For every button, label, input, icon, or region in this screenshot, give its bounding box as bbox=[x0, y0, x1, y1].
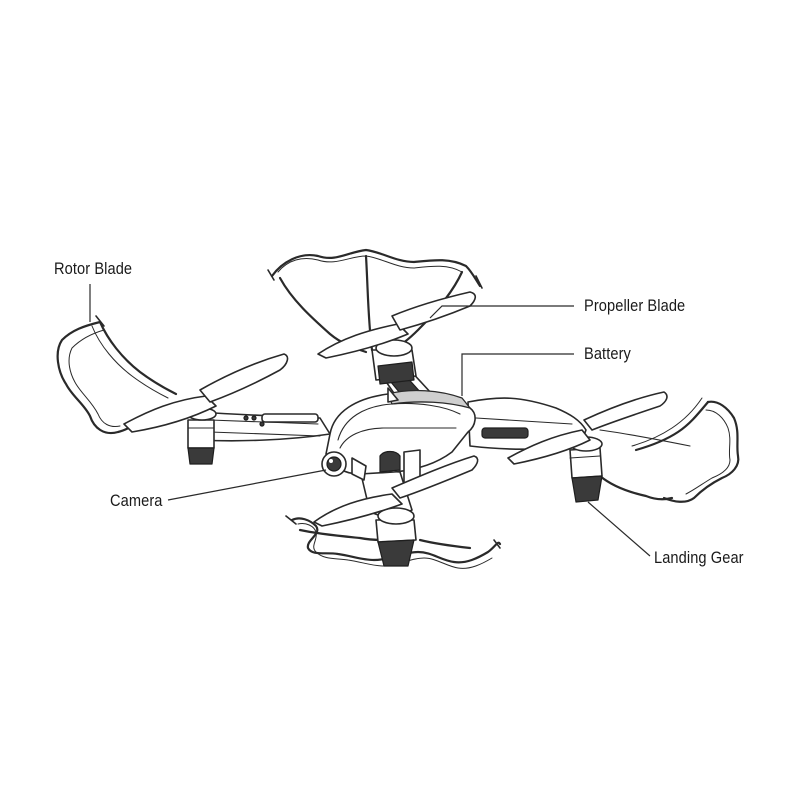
propeller-blade-front bbox=[313, 455, 479, 527]
camera-lens bbox=[321, 451, 347, 477]
leader-landing-gear bbox=[587, 501, 651, 557]
leader-lines bbox=[89, 284, 651, 557]
label-landing-gear: Landing Gear bbox=[654, 548, 744, 567]
motor-back bbox=[371, 339, 417, 385]
prop-guard-front-left bbox=[56, 315, 178, 435]
propeller-blade-back bbox=[317, 291, 477, 359]
leader-propeller-blade bbox=[429, 305, 574, 319]
leader-battery bbox=[461, 353, 574, 396]
propeller-blade-right bbox=[507, 391, 691, 465]
rotor-blade-left bbox=[123, 353, 289, 433]
label-camera: Camera bbox=[110, 491, 163, 510]
prop-guard-front-right bbox=[598, 397, 740, 503]
leader-camera bbox=[167, 469, 327, 501]
label-battery: Battery bbox=[584, 344, 631, 363]
prop-guard-front bbox=[285, 515, 502, 569]
label-rotor-blade: Rotor Blade bbox=[54, 259, 133, 278]
motor-front bbox=[375, 507, 417, 567]
label-propeller-blade: Propeller Blade bbox=[584, 296, 686, 315]
drone-body bbox=[325, 387, 476, 485]
